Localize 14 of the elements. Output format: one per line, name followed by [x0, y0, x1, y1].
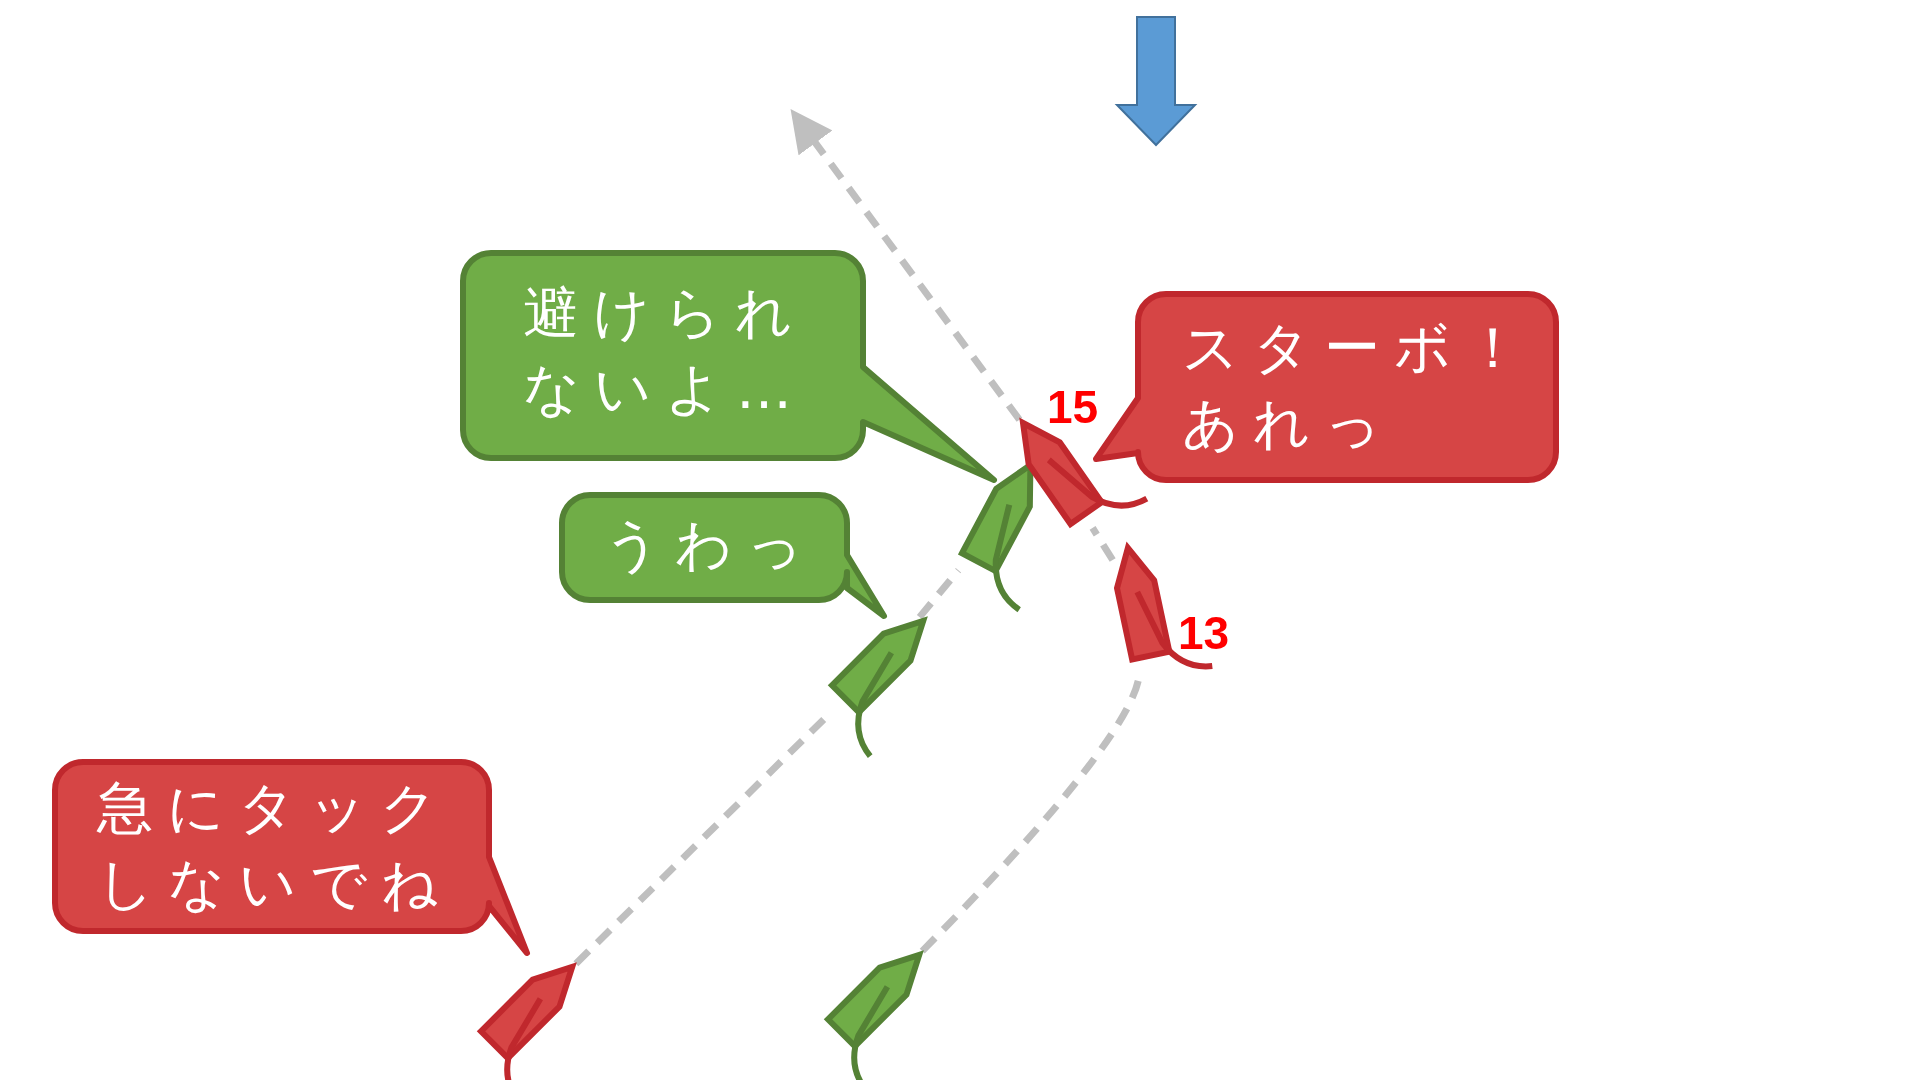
boat-number: 15 — [1047, 380, 1099, 434]
track-arrow — [790, 109, 1023, 422]
speech-bubble — [458, 248, 999, 485]
speech-text: 急にタックしないでね — [97, 774, 453, 918]
speech-bubble — [50, 757, 532, 958]
speech-text: スターボ！あれっ — [1182, 314, 1536, 458]
track-line — [916, 568, 962, 620]
boat-drawing — [476, 963, 576, 1080]
boat-number: 13 — [1178, 606, 1230, 660]
track-line — [1089, 526, 1116, 562]
speech-text: 避けられないよ… — [523, 279, 807, 423]
boat-drawing — [823, 951, 923, 1080]
speech-bubble — [557, 490, 889, 621]
speech-text: うわっ — [604, 511, 818, 579]
